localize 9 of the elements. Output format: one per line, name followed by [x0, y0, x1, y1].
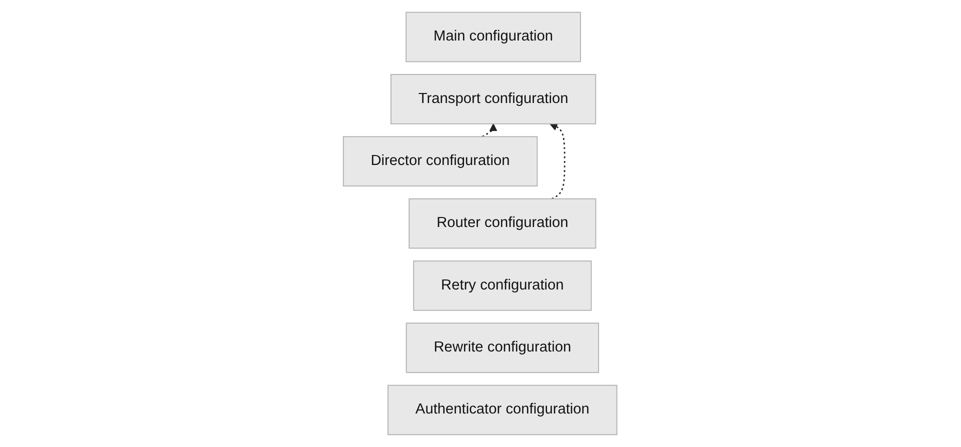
arrow [482, 123, 498, 138]
node-box: Transport configuration [390, 74, 597, 124]
arrow [550, 123, 566, 200]
node-box: Director configuration [343, 136, 538, 186]
node-box: Retry configuration [414, 260, 592, 311]
node-box: Rewrite configuration [406, 322, 600, 373]
node-box: Main configuration [406, 12, 582, 62]
node-box: Authenticator configuration [388, 384, 618, 436]
node-box: Router configuration [409, 198, 597, 249]
